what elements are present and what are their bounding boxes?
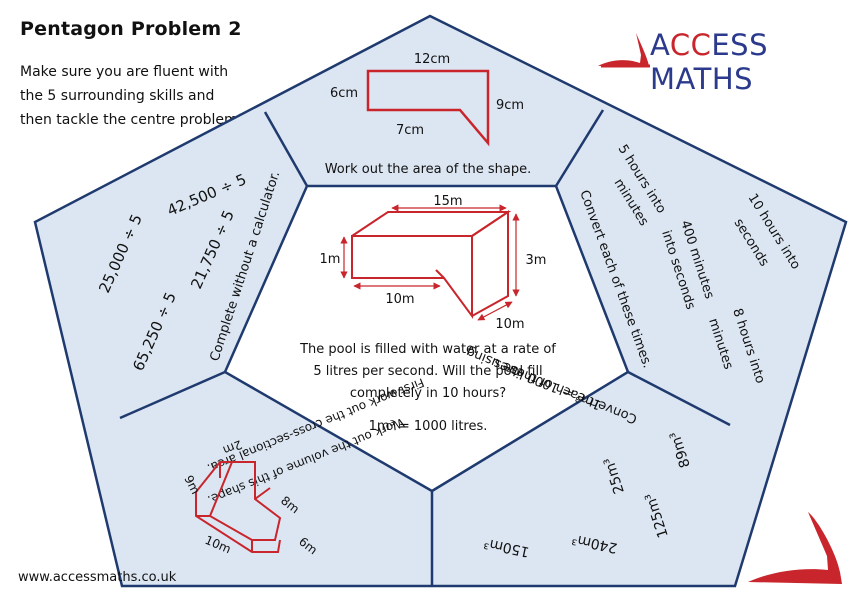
top-label-9cm: 9cm [496,98,524,113]
logo-mark-bottom-icon [748,512,842,584]
centre-label-15m: 15m [433,194,462,209]
page-title: Pentagon Problem 2 [20,18,242,40]
intro-text: Make sure you are fluent with the 5 surr… [20,64,244,128]
centre-question-line2: 5 litres per second. Will the pool fill [313,364,542,379]
inner-pentagon [223,184,630,493]
centre-question-line1: The pool is filled with water at a rate … [299,342,556,357]
dim-10m-depth-arrow [477,301,513,321]
centre-label-3m: 3m [526,253,547,268]
section-dividers [119,109,731,586]
l-prism-diagram [195,461,282,553]
centre-fact: 1m³ = 1000 litres. [369,419,488,434]
top-section: 12cm 6cm 9cm 7cm Work out the area of th… [325,52,532,177]
top-label-7cm: 7cm [396,123,424,138]
centre-label-base-10m: 10m [385,292,414,307]
website-url: www.accessmaths.co.uk [18,570,177,585]
top-label-6cm: 6cm [330,86,358,101]
l-shape-diagram [366,69,490,147]
top-label-12cm: 12cm [414,52,450,67]
centre-label-1m: 1m [320,252,341,267]
centre-section: 15m 1m 3m 10m 10m The pool is filled wit… [299,194,556,434]
top-instruction: Work out the area of the shape. [325,162,532,177]
logo-mark-icon [598,33,650,68]
centre-label-depth-10m: 10m [495,317,524,332]
bl-label-2m: 2m [221,437,244,457]
brand-wordmark: ACCESS MATHS [650,28,768,96]
centre-question-line3: completely in 10 hours? [350,386,506,401]
